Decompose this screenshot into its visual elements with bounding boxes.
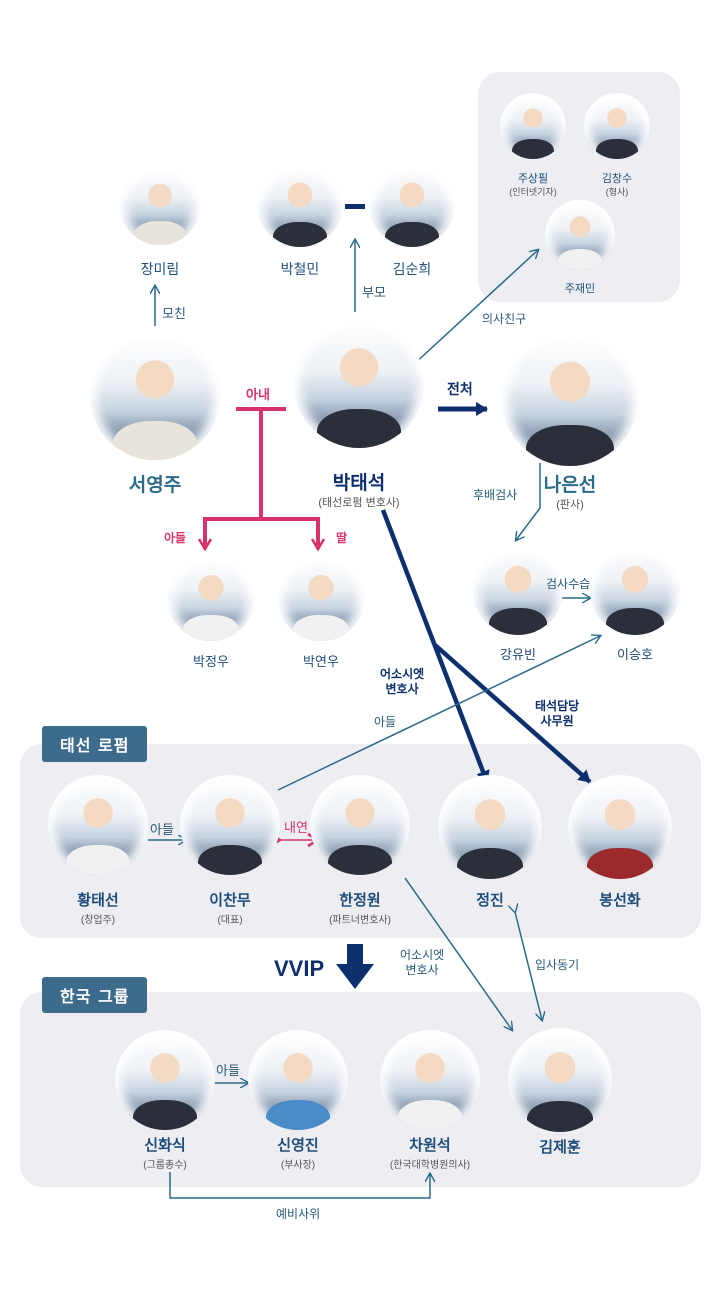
avatar — [380, 1030, 480, 1130]
label-parents: 부모 — [362, 285, 386, 300]
person-name: 신화식 — [144, 1137, 186, 1154]
label-mother: 모친 — [162, 306, 186, 321]
avatar — [545, 200, 615, 270]
label-daughter: 딸 — [336, 531, 348, 545]
avatar — [500, 93, 566, 159]
avatar — [438, 775, 542, 879]
person-name: 김순희 — [392, 261, 432, 277]
label-classmate: 입사동기 — [535, 958, 580, 972]
label-son-seungho: 아들 — [374, 715, 397, 729]
person-name: 주재민 — [564, 283, 596, 295]
couple-dash — [345, 204, 365, 209]
person-name: 나은선 — [543, 475, 597, 496]
person-name: 박철민 — [280, 261, 320, 277]
person-role: (판사) — [556, 499, 584, 511]
person-name: 이승호 — [617, 647, 653, 662]
person-name: 김창수 — [601, 173, 633, 185]
person-name: 이찬무 — [209, 892, 251, 909]
label-associate-jehun: 어소시엣 변호사 — [400, 948, 445, 977]
avatar — [90, 330, 220, 460]
label-clerk: 태석담당 사무원 — [535, 699, 580, 728]
person-role: (인터넷기자) — [509, 187, 557, 197]
avatar — [568, 775, 672, 879]
avatar — [48, 775, 148, 875]
avatar — [508, 1028, 612, 1132]
avatar — [168, 555, 254, 641]
person-name: 서영주 — [128, 475, 182, 496]
avatar — [590, 545, 680, 635]
person-name: 황태선 — [77, 892, 119, 909]
label-prosecutor-trainee: 검사수습 — [546, 577, 591, 591]
person-role: (창업주) — [80, 915, 116, 926]
person-role: (대표) — [217, 915, 243, 926]
avatar — [180, 775, 280, 875]
person-role: (그룹총수) — [143, 1160, 187, 1171]
group-tag-hanguk: 한국 그룹 — [42, 977, 148, 1013]
person-name: 차원석 — [409, 1137, 451, 1154]
label-fiance: 예비사위 — [276, 1207, 321, 1221]
avatar — [115, 1030, 215, 1130]
label-affair: 내연 — [284, 820, 308, 835]
avatar — [120, 165, 200, 245]
person-name: 주상필 — [517, 173, 549, 185]
person-name: 봉선화 — [599, 892, 641, 909]
label-son-chanmu: 아들 — [150, 822, 174, 837]
label-ex-wife: 전처 — [447, 381, 473, 397]
person-name: 김제훈 — [539, 1139, 581, 1156]
avatar — [258, 163, 342, 247]
line-children-branch — [203, 517, 320, 549]
person-name: 한정원 — [339, 892, 381, 909]
person-name: 신영진 — [277, 1137, 319, 1154]
person-name: 박정우 — [193, 654, 229, 669]
label-son: 아들 — [164, 531, 187, 545]
person-role: (형사) — [605, 187, 629, 197]
person-name: 박태석 — [332, 473, 386, 494]
person-role: (한국대학병원의사) — [389, 1160, 471, 1171]
person-role: (부사장) — [280, 1160, 316, 1171]
label-son-youngjin: 아들 — [216, 1063, 240, 1078]
label-junior-prosecutor: 후배검사 — [473, 488, 518, 502]
person-role: (태선로펌 변호사) — [318, 497, 400, 509]
avatar — [502, 330, 638, 466]
avatar — [370, 163, 454, 247]
group-tag-taeseon: 태선 로펌 — [42, 726, 148, 762]
avatar — [278, 555, 364, 641]
person-role: (파트너변호사) — [329, 915, 391, 926]
label-wife: 아내 — [246, 387, 270, 402]
person-name: 장미림 — [140, 261, 180, 277]
avatar — [584, 93, 650, 159]
label-vvip: VVIP — [274, 956, 325, 981]
avatar — [310, 775, 410, 875]
label-associate-lawyer: 어소시엣 변호사 — [380, 667, 425, 696]
avatar — [294, 318, 424, 448]
avatar — [248, 1030, 348, 1130]
label-doctor-friend: 의사친구 — [482, 312, 527, 326]
vvip-arrow — [336, 944, 374, 989]
